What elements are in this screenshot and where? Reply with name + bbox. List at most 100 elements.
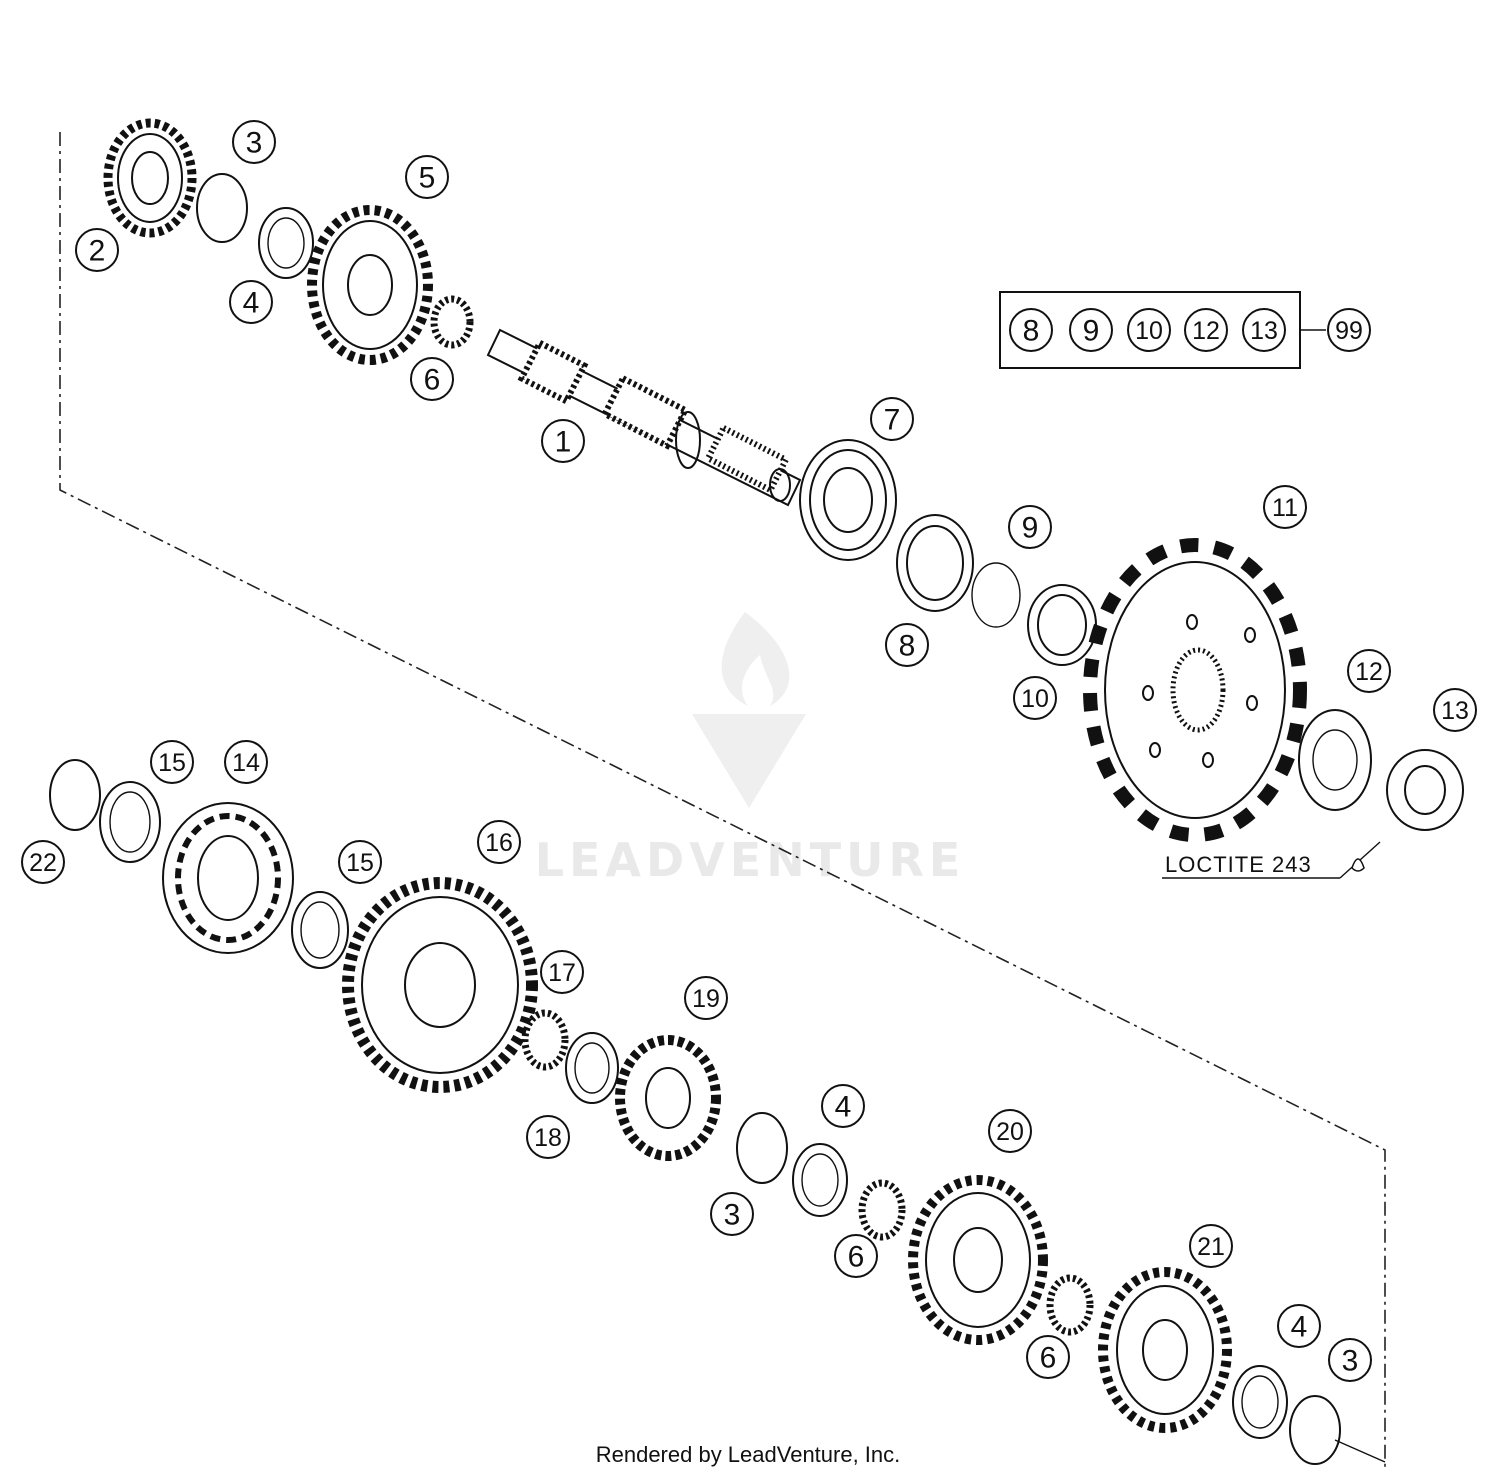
loctite-note-text: LOCTITE 243 <box>1165 852 1312 877</box>
callout-12-11: 12 <box>1347 649 1391 693</box>
needle-bearing-part-6-lower-a <box>858 1179 906 1241</box>
callout-6-22: 6 <box>834 1234 878 1278</box>
callout-14-13-label: 14 <box>232 749 260 777</box>
callout-8-7: 8 <box>885 623 929 667</box>
kit-member-10: 10 <box>1127 308 1171 352</box>
shim-part-15-a <box>99 781 161 863</box>
callout-17-17-label: 17 <box>548 959 576 987</box>
callout-4-26-label: 4 <box>1291 1311 1308 1344</box>
callout-20-23-label: 20 <box>996 1118 1024 1146</box>
callout-9-8: 9 <box>1008 505 1052 549</box>
main-shaft-part-1 <box>486 328 802 507</box>
callout-15-14: 15 <box>150 740 194 784</box>
callout-18-18: 18 <box>526 1115 570 1159</box>
callout-16-16-label: 16 <box>485 829 513 857</box>
callout-10-9: 10 <box>1013 676 1057 720</box>
callout-5-4-label: 5 <box>419 162 436 195</box>
callout-7-6-label: 7 <box>884 404 901 437</box>
callout-15-15-label: 15 <box>346 849 374 877</box>
shaft-seal-part-8 <box>896 514 974 612</box>
callout-17-17: 17 <box>540 950 584 994</box>
sprocket-part-11 <box>1083 538 1307 842</box>
kit-member-10-label: 10 <box>1135 317 1163 345</box>
callout-21-25: 21 <box>1189 1224 1233 1268</box>
callout-22-28-label: 22 <box>29 849 57 877</box>
circlip-part-3 <box>196 173 248 243</box>
shaft-group-outline <box>59 132 1386 1470</box>
loctite-note: LOCTITE 243 <box>1162 841 1381 879</box>
callout-3-2-label: 3 <box>246 127 263 160</box>
kit-member-13: 13 <box>1242 308 1286 352</box>
kit-member-12: 12 <box>1184 308 1228 352</box>
callout-7-6: 7 <box>870 397 914 441</box>
callout-14-13: 14 <box>224 740 268 784</box>
callout-2-1: 2 <box>75 228 119 272</box>
roller-bearing-part-14 <box>162 802 294 954</box>
callout-3-2: 3 <box>232 120 276 164</box>
leadventure-watermark: LEADVENTURE <box>535 612 966 887</box>
callout-22-28: 22 <box>21 840 65 884</box>
callout-6-24-label: 6 <box>1040 1342 1057 1375</box>
callout-4-21-label: 4 <box>835 1091 852 1124</box>
gear-part-16 <box>342 877 538 1093</box>
circlip-part-3-end <box>1289 1395 1341 1465</box>
needle-bearing-part-6-lower-b <box>1046 1274 1094 1336</box>
lock-washer-part-12 <box>1298 709 1372 811</box>
callout-12-11-label: 12 <box>1355 658 1383 686</box>
thrust-washer-part-4-lower <box>792 1143 848 1217</box>
kit-member-12-label: 12 <box>1192 317 1220 345</box>
gear-part-20 <box>908 1175 1048 1345</box>
callout-4-21: 4 <box>821 1084 865 1128</box>
callout-1-0: 1 <box>541 419 585 463</box>
callout-4-3: 4 <box>229 280 273 324</box>
ball-bearing-part-7 <box>799 439 897 561</box>
kit-member-13-label: 13 <box>1250 317 1278 345</box>
callout-6-24: 6 <box>1026 1335 1070 1379</box>
kit-members-group: 8 9 10 12 13 99 <box>1009 308 1371 352</box>
gear-part-21 <box>1098 1267 1232 1433</box>
callout-19-19: 19 <box>684 976 728 1020</box>
callout-9-8-label: 9 <box>1022 512 1039 545</box>
callout-15-14-label: 15 <box>158 749 186 777</box>
watermark-text: LEADVENTURE <box>535 833 966 887</box>
callout-19-19-label: 19 <box>692 985 720 1013</box>
callout-18-18-label: 18 <box>534 1124 562 1152</box>
callout-1-0-label: 1 <box>555 426 572 459</box>
callout-8-7-label: 8 <box>899 630 916 663</box>
callout-16-16: 16 <box>477 820 521 864</box>
callout-3-20-label: 3 <box>724 1199 741 1232</box>
kit-member-8-label: 8 <box>1023 315 1040 348</box>
callout-21-25-label: 21 <box>1197 1233 1225 1261</box>
spacer-part-10 <box>1027 584 1097 666</box>
callout-11-10: 11 <box>1263 485 1307 529</box>
shim-part-15-b <box>291 891 349 969</box>
callout-6-22-label: 6 <box>848 1241 865 1274</box>
kit-number-99: 99 <box>1327 308 1371 352</box>
callout-6-5: 6 <box>410 357 454 401</box>
callout-3-27-label: 3 <box>1342 1345 1359 1378</box>
gear-part-19 <box>615 1035 721 1161</box>
callout-10-9-label: 10 <box>1021 685 1049 713</box>
callout-group: 1234567891011121314151516171819346206214… <box>21 120 1477 1382</box>
callout-11-10-label: 11 <box>1272 494 1298 522</box>
washer-part-18 <box>565 1032 619 1104</box>
kit-member-9-label: 9 <box>1083 315 1100 348</box>
callout-13-12: 13 <box>1433 688 1477 732</box>
kit-member-9: 9 <box>1069 308 1113 352</box>
callout-4-3-label: 4 <box>243 287 260 320</box>
thrust-washer-part-4-end <box>1232 1365 1288 1439</box>
callout-13-12-label: 13 <box>1441 697 1469 725</box>
gear-part-2 <box>103 118 197 238</box>
gear-part-5 <box>307 205 433 365</box>
o-ring-part-9 <box>971 562 1021 628</box>
callout-20-23: 20 <box>988 1109 1032 1153</box>
shaft-axis-end <box>1334 1439 1386 1463</box>
nut-part-13 <box>1386 749 1464 831</box>
callout-3-27: 3 <box>1328 1338 1372 1382</box>
callout-3-20: 3 <box>710 1192 754 1236</box>
callout-6-5-label: 6 <box>424 364 441 397</box>
kit-member-8: 8 <box>1009 308 1053 352</box>
needle-bearing-part-17 <box>521 1009 569 1071</box>
